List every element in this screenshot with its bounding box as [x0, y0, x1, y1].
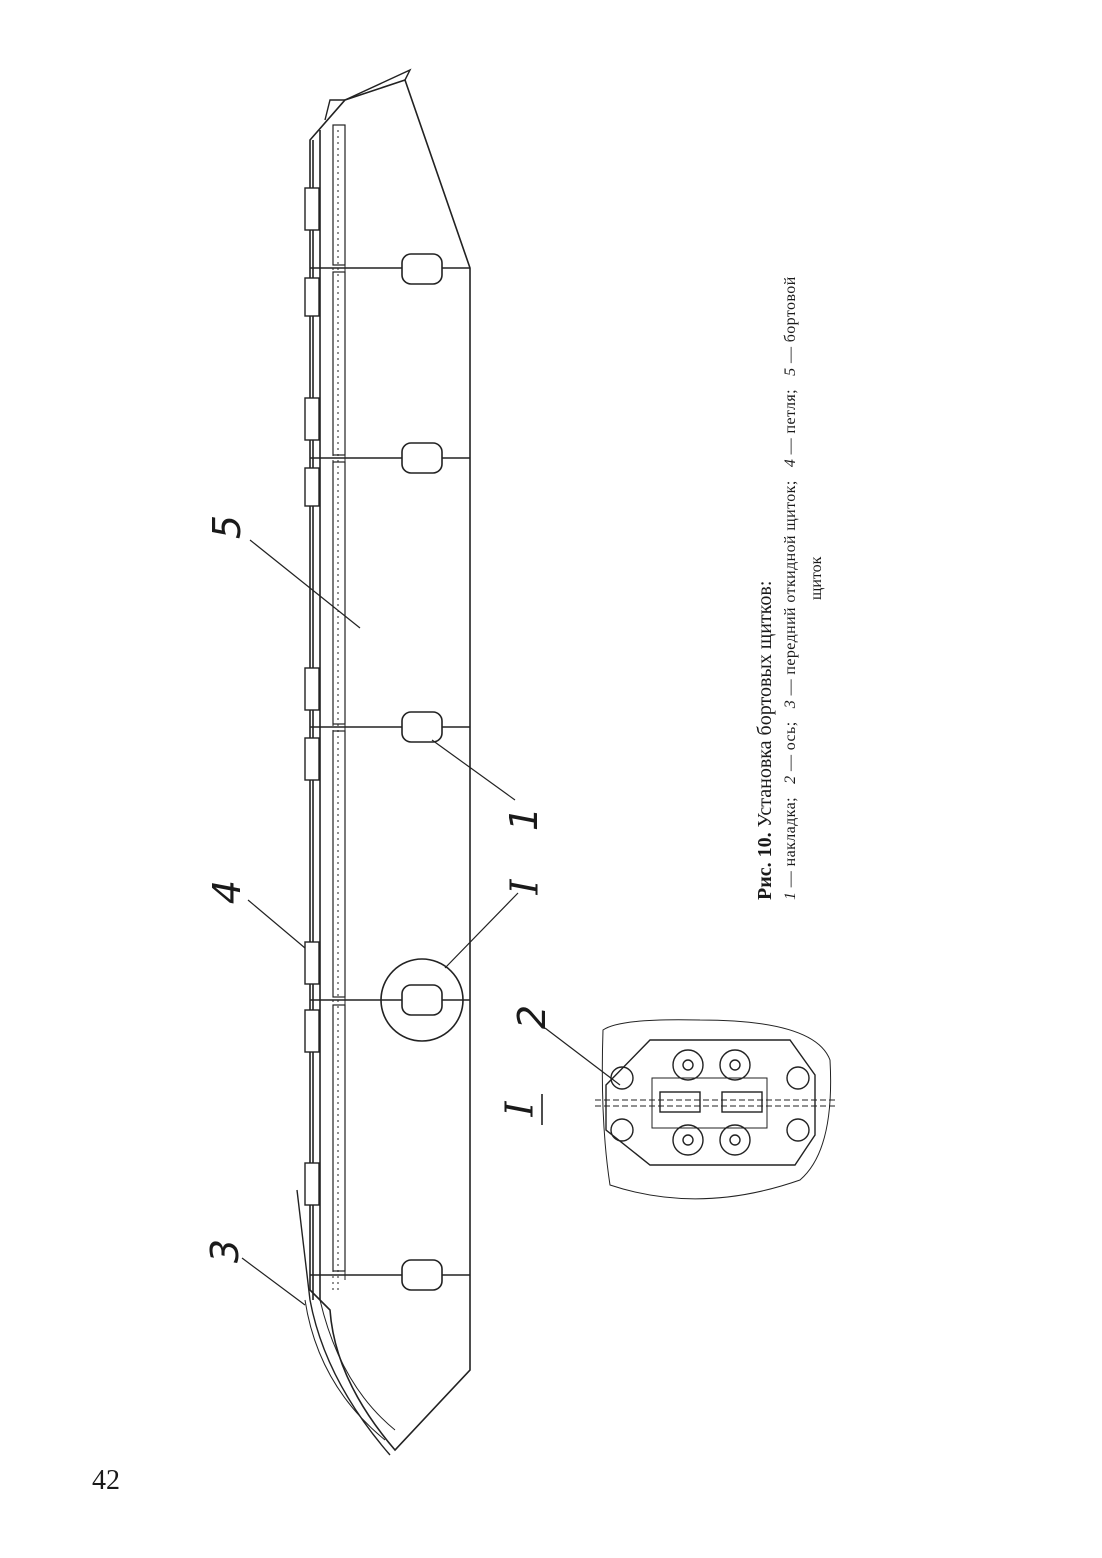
legend-num-5: 5	[782, 367, 799, 376]
figure-caption: Рис. 10. Установка бортовых щитков: 1 — …	[752, 0, 842, 900]
leader-4	[247, 899, 306, 949]
callout-3: 3	[203, 1238, 248, 1264]
callout-detail-I: I	[497, 1101, 542, 1117]
legend-text-1: — накладка;	[782, 797, 799, 892]
leader-2	[544, 1027, 621, 1086]
leader-3	[241, 1257, 306, 1306]
figure-title: Установка бортовых щитков:	[754, 580, 776, 828]
leader-5	[249, 539, 361, 629]
detail-view-I	[595, 1019, 835, 1200]
legend-text-4: — петля;	[782, 389, 799, 459]
legend-num-1: 1	[782, 891, 799, 900]
caption-title-line: Рис. 10. Установка бортовых щитков:	[752, 0, 778, 900]
legend-text-3: — передний откидной щиток;	[782, 480, 799, 700]
callout-I: I	[502, 879, 547, 895]
legend-num-4: 4	[782, 458, 799, 468]
leader-1	[431, 739, 516, 801]
figure-number: Рис. 10.	[754, 832, 776, 900]
page-number: 42	[92, 1465, 120, 1496]
callout-4: 4	[205, 879, 250, 905]
callout-1: 1	[502, 806, 547, 832]
side-panel-outline	[309, 78, 471, 1452]
caption-legend-line: 1 — накладка; 2 — ось; 3 — передний отки…	[778, 0, 804, 900]
callout-5: 5	[205, 514, 250, 540]
caption-continuation: щиток	[808, 556, 825, 600]
legend-num-3: 3	[782, 699, 799, 709]
legend-num-2: 2	[782, 775, 799, 784]
legend-text-2: — ось;	[782, 721, 799, 776]
callout-2: 2	[510, 1004, 555, 1030]
leader-I	[444, 892, 519, 969]
legend-text-5: — бортовой	[782, 276, 799, 368]
